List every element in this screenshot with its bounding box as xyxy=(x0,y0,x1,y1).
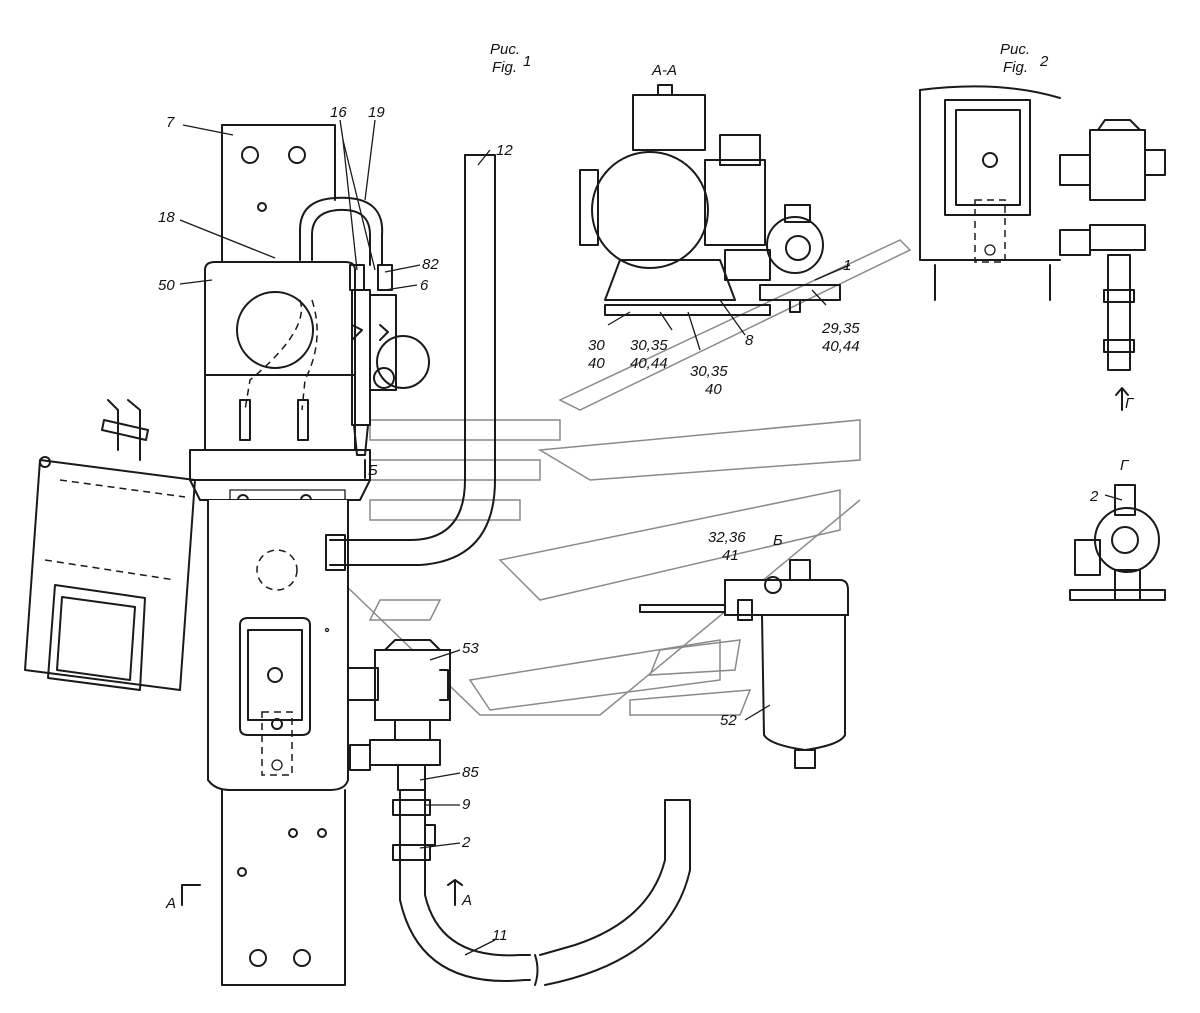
view-b-label: Б xyxy=(773,532,783,549)
view-g-label: Г xyxy=(1120,457,1130,474)
callout-2935-4044-line1: 29,35 xyxy=(821,320,860,337)
callout-52: 52 xyxy=(720,712,737,729)
callout-82: 82 xyxy=(422,256,439,273)
fig1-title-ru: Рис. xyxy=(490,41,520,58)
marker-b: Б xyxy=(368,462,378,479)
fig1-title: Рис. Fig. 1 xyxy=(490,41,531,76)
fig2-number: 2 xyxy=(1039,53,1049,70)
section-markers xyxy=(181,459,463,906)
callout-3236-41-line1: 32,36 xyxy=(708,529,746,546)
marker-a-left: A xyxy=(165,895,176,912)
callout-53: 53 xyxy=(462,640,479,657)
callout-6: 6 xyxy=(420,277,429,294)
callout-11: 11 xyxy=(492,927,508,944)
hose-loop-part-19 xyxy=(239,196,384,441)
callout-12: 12 xyxy=(496,142,513,159)
callout-2-view-g: 2 xyxy=(1089,488,1099,505)
tank-lower-body xyxy=(207,500,349,791)
callout-8: 8 xyxy=(745,332,754,349)
callout-3035-40-line2: 40 xyxy=(705,381,722,398)
fig2-drawing xyxy=(919,85,1166,411)
fig1-number: 1 xyxy=(523,53,531,70)
battery-box-left xyxy=(24,399,196,691)
fig1-title-en: Fig. xyxy=(492,59,517,76)
callout-18: 18 xyxy=(158,209,175,226)
callout-3035-4044-line1: 30,35 xyxy=(630,337,668,354)
callout-30-40-line2: 40 xyxy=(588,355,605,372)
callout-50: 50 xyxy=(158,277,175,294)
filter-part-52 xyxy=(639,559,849,769)
hose-part-11 xyxy=(392,789,691,986)
fig2-title-en: Fig. xyxy=(1003,59,1028,76)
leader-lines xyxy=(179,119,1123,956)
callout-1: 1 xyxy=(843,257,851,274)
section-a-a-drawing xyxy=(579,84,841,316)
section-a-a-label: A-A xyxy=(651,62,677,79)
callout-2: 2 xyxy=(461,834,471,851)
callout-16: 16 xyxy=(330,104,347,121)
callout-3035-4044-line2: 40,44 xyxy=(630,355,668,372)
callout-85: 85 xyxy=(462,764,479,781)
callout-30-40-line1: 30 xyxy=(588,337,605,354)
marker-g-arrow: Г xyxy=(1125,395,1135,412)
callout-19: 19 xyxy=(368,104,385,121)
fuel-line-part-12 xyxy=(325,154,496,571)
callout-2935-4044-line2: 40,44 xyxy=(822,338,860,355)
tank-part-50 xyxy=(189,261,371,521)
fig2-title-ru: Рис. xyxy=(1000,41,1030,58)
callout-3035-40-line1: 30,35 xyxy=(690,363,728,380)
pump-part-53 xyxy=(347,639,451,791)
callout-3236-41-line2: 41 xyxy=(722,547,739,564)
fig2-title: Рис. Fig. 2 xyxy=(1000,41,1049,76)
sensor-assembly-part-16 xyxy=(349,264,430,456)
view-g-drawing xyxy=(1069,484,1166,601)
marker-a-right: A xyxy=(461,892,472,909)
callout-7: 7 xyxy=(166,114,175,131)
callout-9: 9 xyxy=(462,796,471,813)
